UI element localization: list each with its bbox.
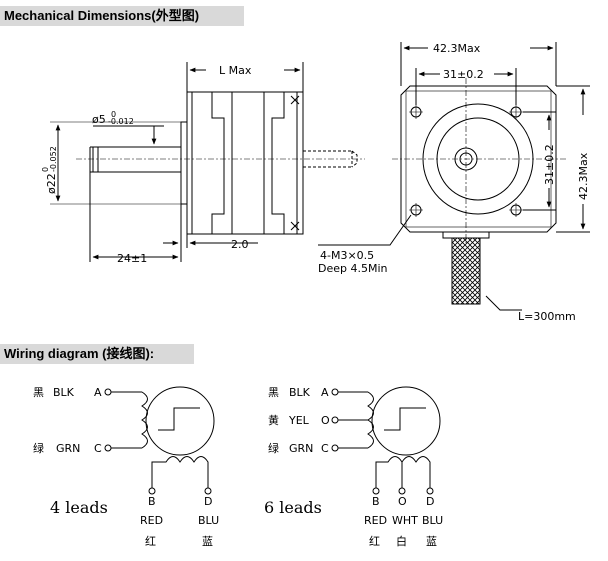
- terminal-d-4: [204, 487, 212, 495]
- pin-d-en-6: BLU: [422, 514, 443, 527]
- pin-d-letter-4: D: [204, 495, 212, 508]
- hole-leader: [318, 214, 412, 246]
- terminal-c-4: [104, 444, 112, 452]
- coil-bd-6: [375, 456, 431, 488]
- mount-holes: [409, 105, 523, 217]
- pin-a-en-4: BLK: [53, 386, 75, 399]
- pin-c-cn-4: 绿: [33, 441, 44, 455]
- shaft-tol-upper: 0: [111, 110, 116, 119]
- pin-c-en-4: GRN: [56, 442, 80, 455]
- pin-d-en-4: BLU: [198, 514, 219, 527]
- rotor-symbol-4: [158, 407, 200, 431]
- hole-depth-label: Deep 4.5Min: [318, 262, 388, 275]
- wiring-diagram-header: Wiring diagram (接线图):: [0, 344, 194, 364]
- terminal-b-4: [148, 487, 156, 495]
- pin-d-cn-4: 蓝: [202, 535, 213, 548]
- rotor-symbol-6: [384, 407, 426, 431]
- pin-a-en-6: BLK: [289, 386, 311, 399]
- pin-b-letter-4: B: [148, 495, 156, 508]
- boss-outline: [180, 121, 188, 205]
- lamination-profile-right: [271, 92, 285, 234]
- cable-label: L=300mm: [518, 310, 576, 323]
- pin-b-en-6: RED: [364, 514, 387, 527]
- pin-o-en-6: YEL: [288, 414, 310, 427]
- front-body-outline: [400, 85, 557, 233]
- pin-c-letter-4: C: [94, 442, 102, 455]
- hole-spacing-v-label: 31±0.2: [543, 144, 556, 185]
- cable: [451, 237, 481, 305]
- pin-a-letter-6: A: [321, 386, 329, 399]
- side-view: [50, 62, 365, 262]
- wiring-6-leads: 黑 BLK A 黄 YEL O 绿 GRN C B RED 红 O WHT 白 …: [264, 386, 443, 548]
- boss-height-label: 2.0: [231, 238, 249, 251]
- width-dim-label: 42.3Max: [433, 42, 481, 55]
- height-dim-label: 42.3Max: [577, 152, 590, 200]
- leads-6-title: 6 leads: [264, 498, 322, 517]
- boss-tol-upper: 0: [41, 167, 50, 172]
- coil-ac-4: [141, 391, 148, 449]
- pin-o2-letter-6: O: [398, 495, 407, 508]
- shaft-length-label: 24±1: [117, 252, 147, 265]
- pin-c-en-6: GRN: [289, 442, 313, 455]
- pin-o-letter-6: O: [321, 414, 330, 427]
- pin-a-cn-6: 黑: [268, 386, 279, 399]
- pin-b-en-4: RED: [140, 514, 163, 527]
- front-view: [318, 42, 590, 311]
- coil-bd-4: [151, 456, 209, 488]
- pin-o2-en-6: WHT: [392, 514, 418, 527]
- lamination-profile-left: [211, 92, 225, 234]
- pin-d-cn-6: 蓝: [426, 535, 437, 548]
- motor-symbol-6: [371, 386, 441, 456]
- pin-o2-cn-6: 白: [396, 534, 407, 548]
- boss-tol-lower: -0.052: [49, 146, 58, 172]
- holes-label: 4-M3×0.5: [320, 249, 374, 262]
- length-dim-label: L Max: [219, 64, 252, 77]
- cable-leader: [485, 295, 522, 311]
- hole-spacing-h-label: 31±0.2: [443, 68, 484, 81]
- coil-ac-6: [367, 391, 374, 449]
- leads-4-title: 4 leads: [50, 498, 108, 517]
- pin-c-letter-6: C: [321, 442, 329, 455]
- pin-b-cn-4: 红: [145, 535, 156, 548]
- pin-a-letter-4: A: [94, 386, 102, 399]
- shaft-dia-label: ø5: [92, 113, 106, 126]
- pin-d-letter-6: D: [426, 495, 434, 508]
- pin-a-cn-4: 黑: [33, 386, 44, 399]
- motor-body-outline: [186, 91, 304, 235]
- terminal-a-4: [104, 388, 112, 396]
- pin-b-letter-6: B: [372, 495, 380, 508]
- wiring-4-leads: 黑 BLK A 绿 GRN C B RED 红 D BLU 蓝 4 leads: [33, 386, 219, 548]
- pin-c-cn-6: 绿: [268, 441, 279, 455]
- motor-symbol-4: [145, 386, 215, 456]
- pin-b-cn-6: 红: [369, 535, 380, 548]
- mechanical-dimensions-header: Mechanical Dimensions(外型图): [0, 6, 244, 26]
- pin-o-cn-6: 黄: [268, 413, 279, 427]
- boss-dia-label: ø22: [45, 173, 58, 194]
- shaft-tol-lower: -0.012: [108, 117, 134, 126]
